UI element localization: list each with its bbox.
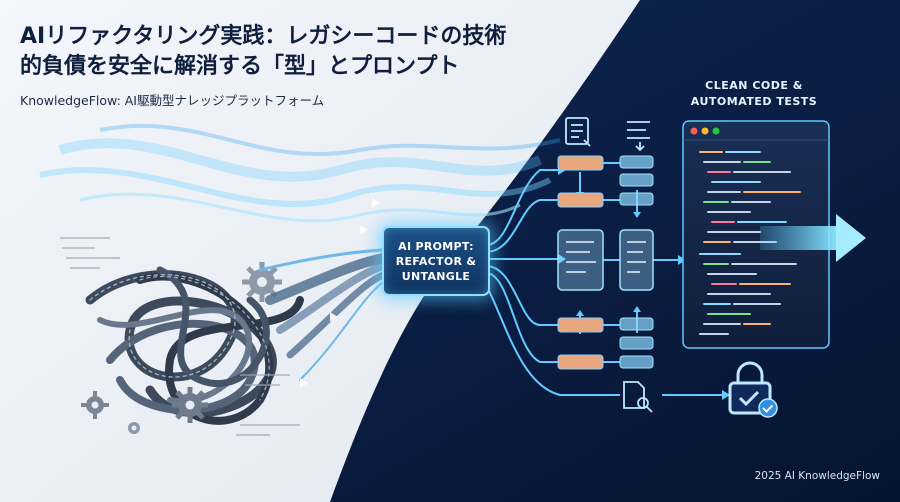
gear-icon bbox=[172, 387, 208, 423]
list-icon bbox=[627, 121, 650, 152]
code-lines bbox=[699, 151, 801, 335]
small-arrows bbox=[300, 198, 380, 388]
light-waves bbox=[39, 124, 561, 223]
gear-icon bbox=[128, 422, 140, 434]
output-label-line-1: CLEAN CODE & bbox=[705, 79, 803, 92]
title-line-2: 的負債を安全に解消する「型」とプロンプト bbox=[20, 54, 460, 79]
process-blocks bbox=[557, 155, 654, 370]
badge-line-1: AI PROMPT: bbox=[398, 239, 474, 253]
badge-line-3: UNTANGLE bbox=[401, 269, 471, 283]
magnifier-document-icon bbox=[623, 381, 653, 413]
footer-credit: 2025 AI KnowledgeFlow bbox=[754, 470, 880, 482]
block-text-lines bbox=[566, 241, 646, 273]
arrow-right-icon bbox=[760, 214, 866, 262]
page-title: AIリファクタリング実践：レガシーコードの技術 的負債を安全に解消する「型」とプ… bbox=[20, 22, 580, 82]
gear-icon bbox=[81, 391, 109, 419]
code-fragment-lines bbox=[60, 237, 300, 436]
badge-line-2: REFACTOR & bbox=[395, 254, 477, 268]
document-icon bbox=[565, 117, 591, 147]
title-line-1: AIリファクタリング実践：レガシーコードの技術 bbox=[20, 24, 507, 49]
output-label-line-2: AUTOMATED TESTS bbox=[690, 95, 818, 108]
subtitle: KnowledgeFlow: AI駆動型ナレッジプラットフォーム bbox=[20, 93, 325, 108]
flow-streams bbox=[258, 248, 388, 381]
ai-prompt-badge: AI PROMPT: REFACTOR & UNTANGLE bbox=[382, 226, 490, 296]
check-badge-icon bbox=[758, 398, 778, 418]
output-label: CLEAN CODE & AUTOMATED TESTS bbox=[664, 78, 844, 110]
